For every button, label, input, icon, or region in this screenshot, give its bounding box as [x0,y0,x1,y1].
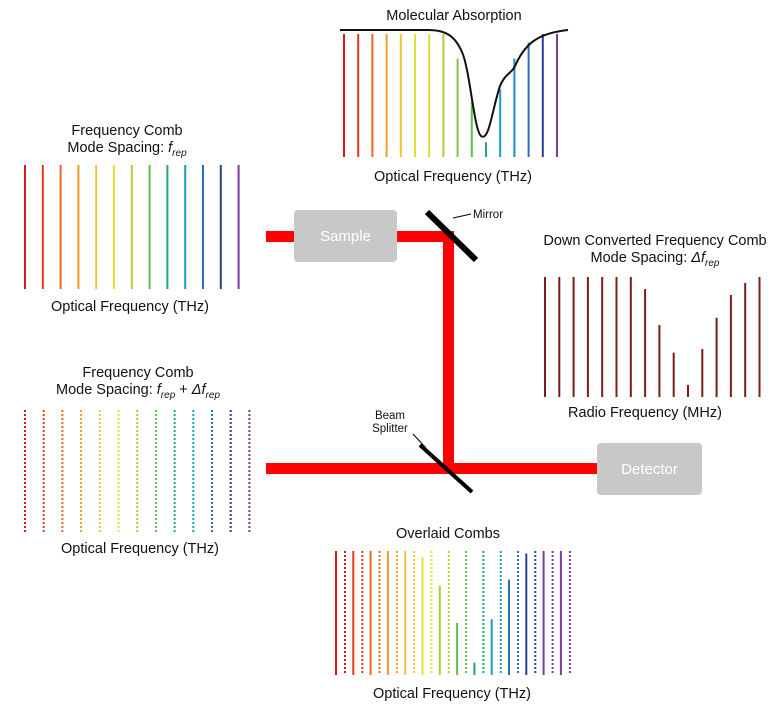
downconverted-axis-label: Radio Frequency (MHz) [568,405,722,421]
beam-mirror-to-splitter [443,231,454,471]
probe-comb-spacing-prefix: Mode Spacing: [56,382,157,398]
probe-comb-title: Frequency Comb [82,365,193,381]
probe-comb-lines [24,410,251,532]
optical-path: Sample Detector Mirror Beam Splitter [266,209,702,495]
detector-box [597,443,702,495]
beam-splitter-callout-line [412,433,427,449]
downconverted-comb-lines [544,277,761,397]
ref-comb-rep: rep [172,148,187,159]
mirror-callout-line [452,213,472,219]
ref-comb-lines [24,165,240,289]
probe-comb-delta-rep: rep [206,390,221,401]
beam-sample-to-mirror [397,231,451,242]
beam-splitter [418,443,474,494]
sample-box [294,210,397,262]
absorption-curve [340,29,569,138]
ref-comb-title: Frequency Comb [71,123,182,139]
overlaid-axis-label: Optical Frequency (THz) [373,686,531,702]
overlaid-title: Overlaid Combs [396,526,500,542]
ref-comb-spacing: Mode Spacing: frep [67,140,187,159]
probe-comb-f: f [157,382,163,398]
downconverted-title: Down Converted Frequency Comb [543,233,766,249]
beam-splitter-label-line1: Beam [375,410,405,422]
absorption-title: Molecular Absorption [386,8,521,24]
probe-comb-axis-label: Optical Frequency (THz) [61,541,219,557]
ref-comb-f: f [168,140,174,156]
downconverted-rep: rep [705,258,720,269]
probe-comb-plus: + [175,382,192,398]
mirror [424,209,479,263]
downconverted-spacing: Mode Spacing: Δfrep [591,250,720,269]
absorption-comb-lines [343,34,558,157]
detector-label: Detector [621,461,678,478]
ref-comb-axis-label: Optical Frequency (THz) [51,299,209,315]
sample-label: Sample [320,228,371,245]
absorption-axis-label: Optical Frequency (THz) [374,169,532,185]
ref-comb-spacing-prefix: Mode Spacing: [67,140,168,156]
overlaid-comb-lines [335,551,571,675]
beam-into-sample [266,231,298,242]
mirror-label: Mirror [473,209,503,221]
probe-comb-spacing: Mode Spacing: frep + Δfrep [56,382,220,401]
probe-comb-rep: rep [161,390,176,401]
downconverted-delta-f: Δf [690,250,707,266]
probe-comb-delta-f: Δf [191,382,208,398]
beam-splitter-label-line2: Splitter [372,423,408,435]
beam-to-detector [266,463,600,474]
downconverted-spacing-prefix: Mode Spacing: [591,250,692,266]
